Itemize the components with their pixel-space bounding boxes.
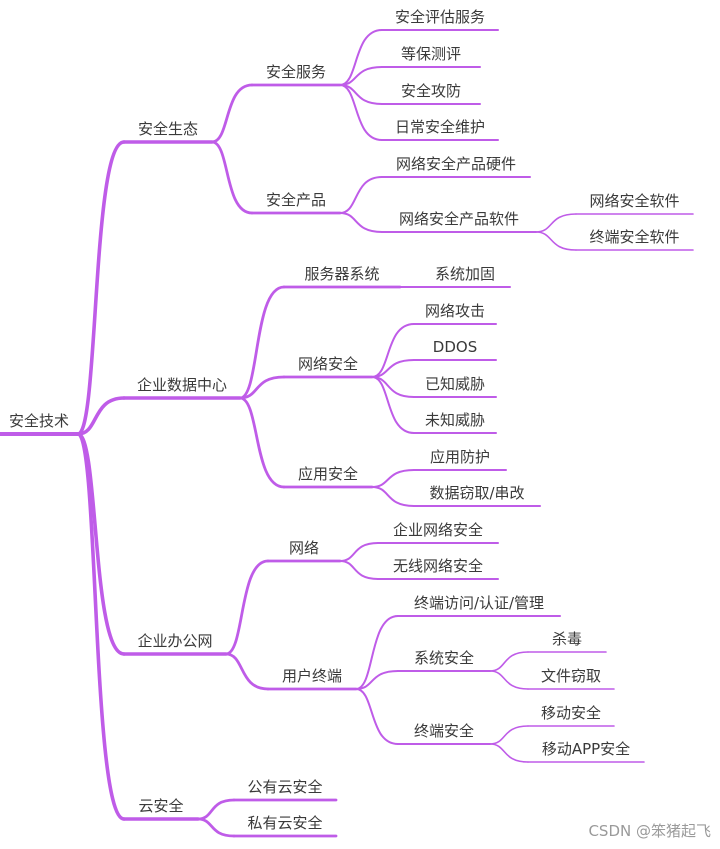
node-私有云安全[interactable]: 私有云安全: [247, 814, 322, 832]
branch-connector: [489, 743, 529, 763]
node-网络攻击[interactable]: 网络攻击: [425, 302, 485, 320]
node-网络安全[interactable]: 网络安全: [298, 355, 358, 373]
branch-connector: [224, 559, 270, 656]
branch-connector: [238, 375, 286, 400]
node-企业数据中心[interactable]: 企业数据中心: [137, 376, 227, 394]
node-移动APP安全[interactable]: 移动APP安全: [542, 740, 630, 758]
node-安全攻防[interactable]: 安全攻防: [401, 82, 461, 100]
node-终端安全[interactable]: 终端安全: [414, 722, 474, 740]
branch-connector: [339, 176, 383, 214]
branch-connector: [339, 84, 383, 141]
node-系统安全[interactable]: 系统安全: [414, 649, 474, 667]
node-系统加固[interactable]: 系统加固: [435, 265, 495, 283]
node-日常安全维护[interactable]: 日常安全维护: [395, 118, 485, 136]
root-node[interactable]: 安全技术: [9, 412, 69, 430]
mind-map-edges: [0, 29, 694, 838]
node-安全产品[interactable]: 安全产品: [266, 191, 326, 209]
node-网络安全产品软件[interactable]: 网络安全产品软件: [399, 210, 519, 228]
branch-connector: [535, 231, 577, 251]
watermark: CSDN @笨猪起飞: [588, 822, 711, 840]
node-无线网络安全[interactable]: 无线网络安全: [393, 557, 483, 575]
node-等保测评[interactable]: 等保测评: [401, 45, 461, 63]
branch-connector: [371, 376, 415, 434]
branch-connector: [339, 29, 383, 86]
node-安全服务[interactable]: 安全服务: [266, 63, 326, 81]
node-云安全[interactable]: 云安全: [138, 797, 183, 815]
node-杀毒[interactable]: 杀毒: [552, 630, 582, 648]
node-移动安全[interactable]: 移动安全: [541, 704, 601, 722]
branch-connector: [371, 323, 415, 378]
branch-connector: [339, 542, 379, 562]
node-安全评估服务[interactable]: 安全评估服务: [395, 8, 485, 26]
branch-connector: [76, 432, 126, 656]
branch-connector: [355, 670, 399, 690]
node-终端访问-认证-管理[interactable]: 终端访问/认证/管理: [414, 594, 544, 612]
branch-connector: [535, 213, 577, 233]
branch-connector: [238, 396, 286, 489]
branch-connector: [224, 652, 270, 691]
branch-connector: [355, 615, 399, 690]
branch-connector: [76, 140, 126, 436]
node-公有云安全[interactable]: 公有云安全: [247, 778, 322, 796]
branch-connector: [339, 212, 383, 233]
branch-connector: [371, 486, 415, 507]
node-网络安全软件[interactable]: 网络安全软件: [589, 192, 679, 210]
node-应用防护[interactable]: 应用防护: [430, 448, 490, 466]
node-安全生态[interactable]: 安全生态: [138, 120, 198, 138]
branch-connector: [196, 817, 236, 838]
branch-connector: [339, 560, 379, 580]
branch-connector: [76, 432, 126, 821]
branch-connector: [489, 725, 529, 745]
branch-connector: [196, 798, 236, 821]
branch-connector: [489, 670, 529, 690]
node-数据窃取-串改[interactable]: 数据窃取/串改: [429, 484, 524, 502]
node-DDOS[interactable]: DDOS: [433, 338, 477, 356]
node-应用安全[interactable]: 应用安全: [298, 465, 358, 483]
branch-connector: [355, 688, 399, 745]
branch-connector: [210, 83, 254, 144]
branch-connector: [238, 285, 286, 400]
node-网络[interactable]: 网络: [289, 539, 319, 557]
mind-map-nodes: 安全技术安全生态安全服务安全评估服务等保测评安全攻防日常安全维护安全产品网络安全…: [9, 8, 680, 832]
node-已知威胁[interactable]: 已知威胁: [425, 375, 485, 393]
node-未知威胁[interactable]: 未知威胁: [425, 411, 485, 429]
node-文件窃取[interactable]: 文件窃取: [541, 667, 601, 685]
node-终端安全软件[interactable]: 终端安全软件: [589, 228, 679, 246]
branch-connector: [76, 396, 126, 436]
node-企业办公网[interactable]: 企业办公网: [137, 632, 212, 650]
node-网络安全产品硬件[interactable]: 网络安全产品硬件: [396, 155, 516, 173]
node-用户终端[interactable]: 用户终端: [282, 667, 342, 685]
branch-connector: [371, 469, 415, 488]
node-企业网络安全[interactable]: 企业网络安全: [393, 521, 483, 539]
branch-connector: [210, 140, 254, 215]
node-服务器系统[interactable]: 服务器系统: [304, 265, 379, 283]
branch-connector: [489, 651, 529, 672]
